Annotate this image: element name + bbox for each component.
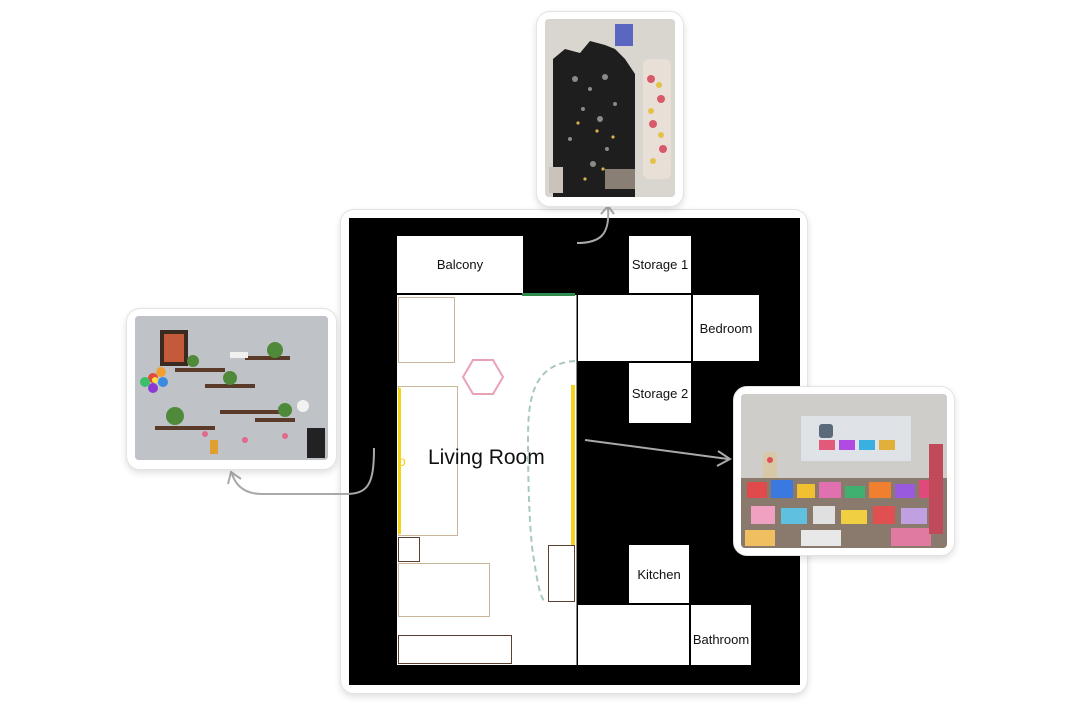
room-bathroom[interactable]: Bathroom — [691, 605, 751, 665]
shelves-illustration — [135, 316, 328, 460]
furniture-side-unit — [548, 545, 575, 602]
room-label-bathroom: Bathroom — [692, 632, 750, 647]
room-storage-1[interactable]: Storage 1 — [629, 236, 691, 293]
room-label-kitchen: Kitchen — [637, 566, 681, 582]
furniture-cabinet — [398, 297, 455, 363]
room-corridor-lower — [578, 605, 689, 665]
sofa-yellow-edge — [398, 388, 401, 534]
furniture-table — [398, 563, 490, 617]
photo-toy-shelves-projector — [741, 394, 947, 548]
room-label-bedroom: Bedroom — [699, 320, 753, 336]
furniture-bench — [398, 635, 512, 664]
tv-wall-yellow-strip — [571, 385, 575, 545]
photo-wall-shelves — [135, 316, 328, 460]
room-corridor-upper — [578, 295, 691, 361]
room-bedroom[interactable]: Bedroom — [693, 295, 759, 361]
living-room-divider — [576, 295, 577, 665]
chalkboard-illustration — [545, 19, 675, 197]
room-balcony[interactable]: Balcony — [397, 236, 523, 293]
arrow-head-left — [227, 470, 242, 485]
room-label-storage-2: Storage 2 — [631, 385, 689, 401]
room-kitchen[interactable]: Kitchen — [629, 545, 689, 603]
photo-chalkboard-wall — [545, 19, 675, 197]
room-label-storage-1: Storage 1 — [631, 257, 689, 272]
furniture-small-stool — [398, 537, 420, 562]
toy-room-illustration — [741, 394, 947, 548]
room-label-balcony: Balcony — [436, 257, 484, 272]
room-storage-2[interactable]: Storage 2 — [629, 363, 691, 423]
room-label-living-room: Living Room — [428, 446, 545, 469]
living-room-window-marker — [522, 293, 575, 296]
